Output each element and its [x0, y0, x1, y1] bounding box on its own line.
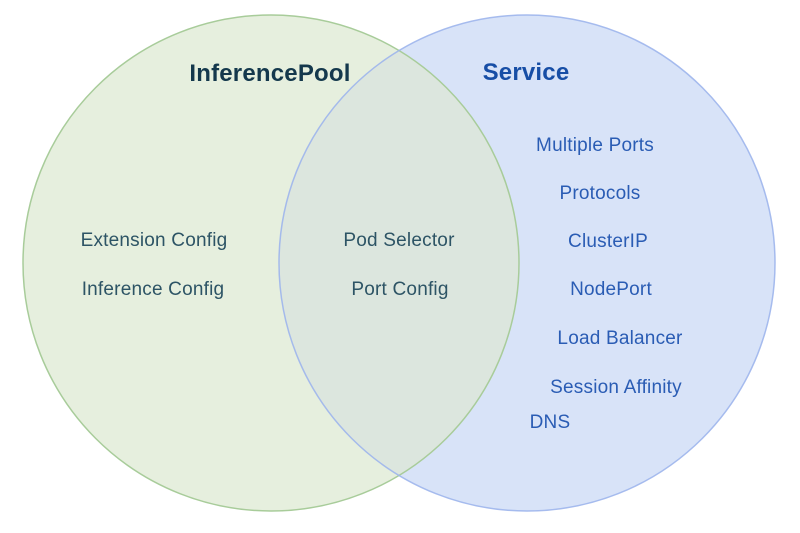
service-circle-border	[278, 14, 776, 512]
item-pod-selector: Pod Selector	[343, 230, 455, 251]
inferencepool-title: InferencePool	[189, 60, 351, 87]
overlap-region	[279, 15, 519, 511]
item-multiple-ports: Multiple Ports	[536, 135, 654, 156]
item-port-config: Port Config	[351, 279, 449, 300]
item-extension-config: Extension Config	[80, 230, 228, 251]
service-title: Service	[482, 59, 570, 86]
item-dns: DNS	[529, 412, 571, 433]
item-inference-config: Inference Config	[81, 279, 225, 300]
inferencepool-circle-border	[22, 14, 520, 512]
item-session-affinity: Session Affinity	[550, 377, 682, 398]
item-nodeport: NodePort	[570, 279, 652, 300]
item-protocols: Protocols	[559, 183, 641, 204]
item-clusterip: ClusterIP	[568, 231, 648, 252]
item-load-balancer: Load Balancer	[557, 328, 683, 349]
